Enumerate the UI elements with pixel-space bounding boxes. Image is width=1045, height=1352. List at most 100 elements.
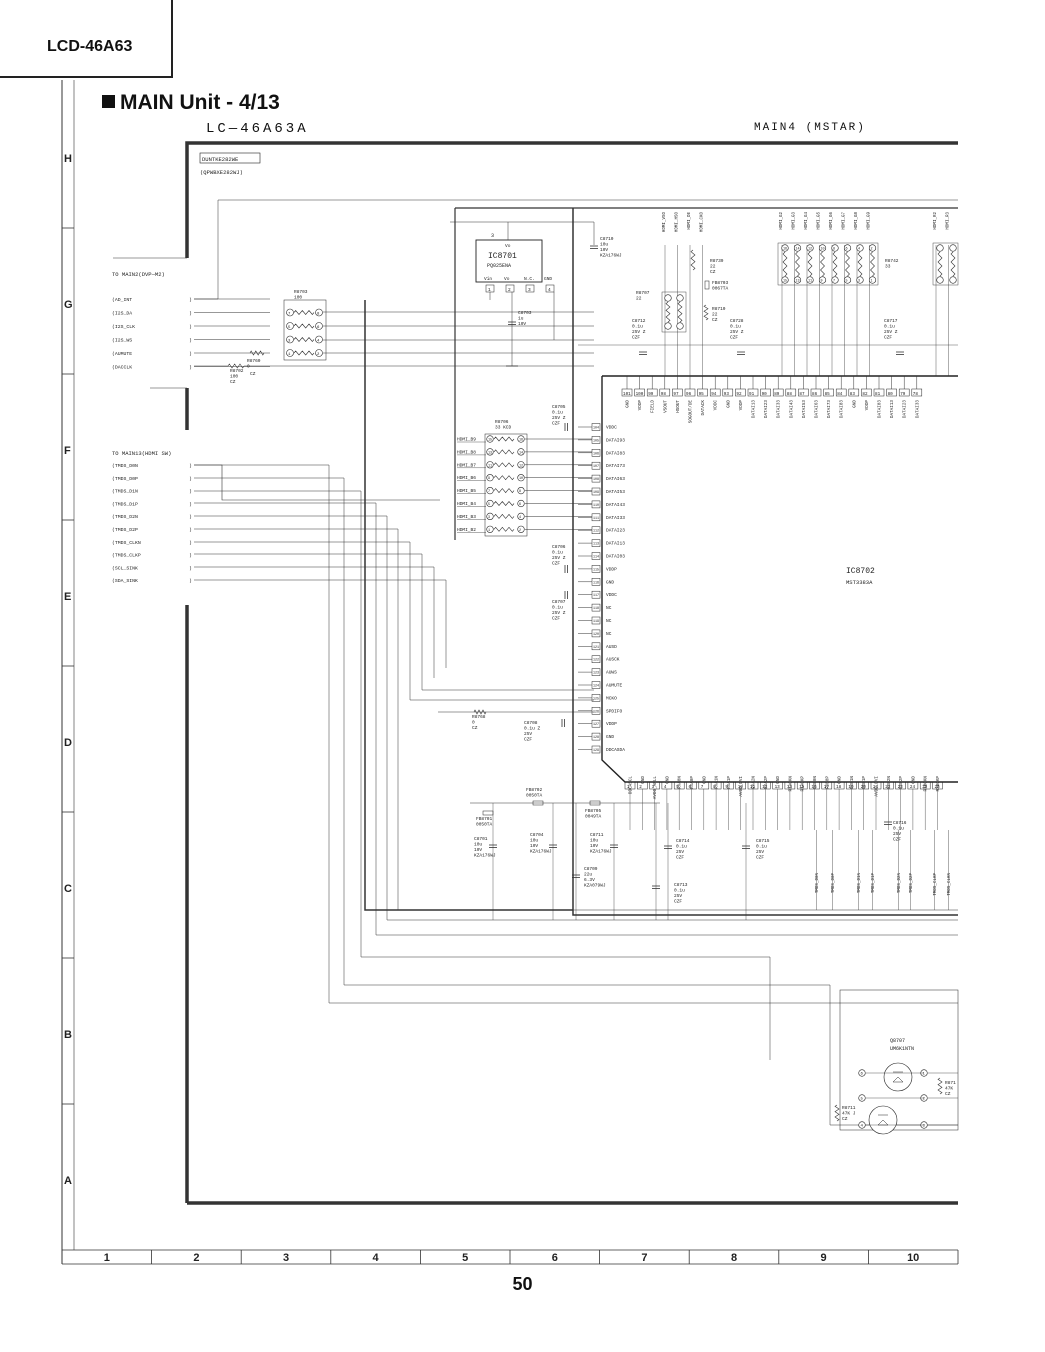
ic8702-pin-name: DATAI53 [802, 400, 807, 418]
ic8702-pin-name: DATAI03 [878, 400, 883, 418]
ic8702-pin-number: 120 [593, 632, 599, 636]
ic8702-pin-number: 21 [873, 785, 879, 790]
ic8702-pin-number: 84 [837, 392, 843, 397]
c8704-label: C8704 [530, 832, 544, 838]
ic8702-pin-number: 5 [676, 785, 679, 790]
resistor-array-pin [676, 322, 684, 330]
ic8702-pin-number: 18 [836, 785, 842, 790]
column-label-6: 6 [552, 1252, 558, 1264]
ic8702-pin-name: DATAI63 [815, 400, 820, 418]
ic8702-pin-number: 98 [661, 392, 667, 397]
hdmi-top-net-label: HDMI_G6 [830, 212, 834, 230]
unit-outline-top [185, 141, 958, 258]
pin-number: 3 [491, 233, 494, 239]
hdmi-net-label: HDMI_B4 [457, 501, 476, 507]
row-label-G: G [64, 299, 73, 311]
column-label-7: 7 [641, 1252, 647, 1264]
hdmi-top-net-label: HDMI_DE [688, 212, 692, 230]
r8739-label: R8739 [710, 258, 724, 264]
resistor-symbol [690, 249, 696, 271]
ic8702-pin-name: AVDD_APLL [653, 776, 658, 800]
connector-main13-signal: (SDA_SINK [112, 578, 138, 584]
connector-bracket: ) [189, 311, 192, 317]
wire [194, 566, 435, 678]
c8704-label: 10V [530, 843, 538, 849]
ic8702-pin-number: 85 [825, 392, 831, 397]
resistor-symbol [249, 350, 265, 356]
ic8702-pin-number: 109 [593, 490, 599, 494]
ic8702-body [601, 375, 958, 783]
tmds-net-label: TMDS_CLKP [934, 873, 938, 896]
connector-bracket: ) [189, 351, 192, 357]
wire [194, 464, 330, 1003]
c8706-label: 25V Z [552, 555, 566, 561]
resistor-symbol [493, 449, 515, 455]
c8705-label: CZF [552, 421, 560, 427]
transistor-pin [858, 1094, 866, 1102]
hdmi-net-label: HDMI_B5 [457, 488, 476, 494]
r8707-label: R8707 [636, 290, 650, 296]
ic8702-pin-number: 2 [639, 785, 642, 790]
resistor-array-outline [661, 291, 687, 333]
ic8702-pin-number: 108 [593, 477, 599, 481]
resistor-array-pin [949, 244, 957, 252]
ic8702-pin-name: RXACKP [801, 776, 806, 792]
wire [194, 199, 958, 300]
c8708-label: 25V [524, 731, 532, 737]
connector-bracket: ) [189, 514, 192, 520]
r8712-label: R871 [945, 1080, 956, 1086]
resistor-array-pin [868, 276, 877, 284]
c8705-label: C8705 [552, 404, 566, 410]
pin-number: 6 [846, 248, 848, 252]
ic8702-pin-number: 106 [593, 451, 599, 455]
ic8702-pin-name: AUMUTE [606, 683, 623, 689]
ic8702-pin-number: 14 [787, 785, 793, 790]
resistor-array-pin [781, 244, 789, 252]
resistor-array-outline [932, 242, 959, 286]
resistor-array-pin [781, 276, 789, 284]
ic8702-pin-name: RXB0N [813, 776, 818, 789]
ic8702-pin-name: GND [641, 776, 646, 784]
c8713-label: CZF [674, 899, 682, 905]
resistor-symbol [937, 1077, 943, 1095]
resistor-array-pin [664, 294, 672, 302]
ic8702-pin-number: 126 [593, 709, 599, 713]
pin-number: 3 [288, 339, 291, 343]
c8714-label: CZF [676, 855, 684, 861]
ic8702-pin-number: 25 [922, 785, 928, 790]
resistor-symbol [227, 363, 245, 369]
fb8701-label: FB8701 [476, 816, 493, 822]
ic8702-pin-name: DATAI23 [606, 528, 625, 534]
r8760-label: R8760 [247, 358, 261, 364]
resistor-array-pin [486, 525, 494, 533]
c8716-label: CZF [893, 837, 901, 843]
c8703-label: 1u [518, 316, 524, 322]
c8706-label: C8706 [552, 544, 566, 550]
pin-number: 8 [833, 248, 835, 252]
ic8702-pin-number: 124 [593, 684, 599, 688]
ferrite-bead [482, 810, 494, 816]
connector-bracket: ) [189, 365, 192, 371]
r8768-label: R8768 [472, 714, 486, 720]
resistor-array-pin [868, 244, 877, 252]
resistor-array-pin [843, 276, 852, 284]
resistor-symbol [293, 350, 315, 356]
c8717-label: 0.1u [884, 324, 895, 330]
c8705-label: 25V Z [552, 415, 566, 421]
c8716-label: C8716 [893, 820, 907, 826]
wire [194, 553, 423, 690]
ic8702-pin-name: AUWS [606, 670, 617, 676]
hdmi-top-net-label: HDMI_R3 [947, 212, 951, 230]
ic8702-pin-number: 115 [593, 567, 599, 571]
pin-number: 3 [858, 280, 860, 284]
connector-bracket: ) [189, 463, 192, 469]
ic8701-vo: Vo [505, 243, 511, 249]
pin-number: 15 [488, 439, 492, 443]
c8712-label: C8712 [632, 318, 646, 324]
pin-number: 16 [783, 248, 787, 252]
ic8702-pin-name: DDCASCL [629, 776, 634, 794]
wire [194, 515, 388, 920]
q8707-part: UM6K1NTN [890, 1046, 914, 1052]
c8705-label: 0.1u [552, 410, 563, 416]
pin-number: 4 [519, 516, 521, 520]
